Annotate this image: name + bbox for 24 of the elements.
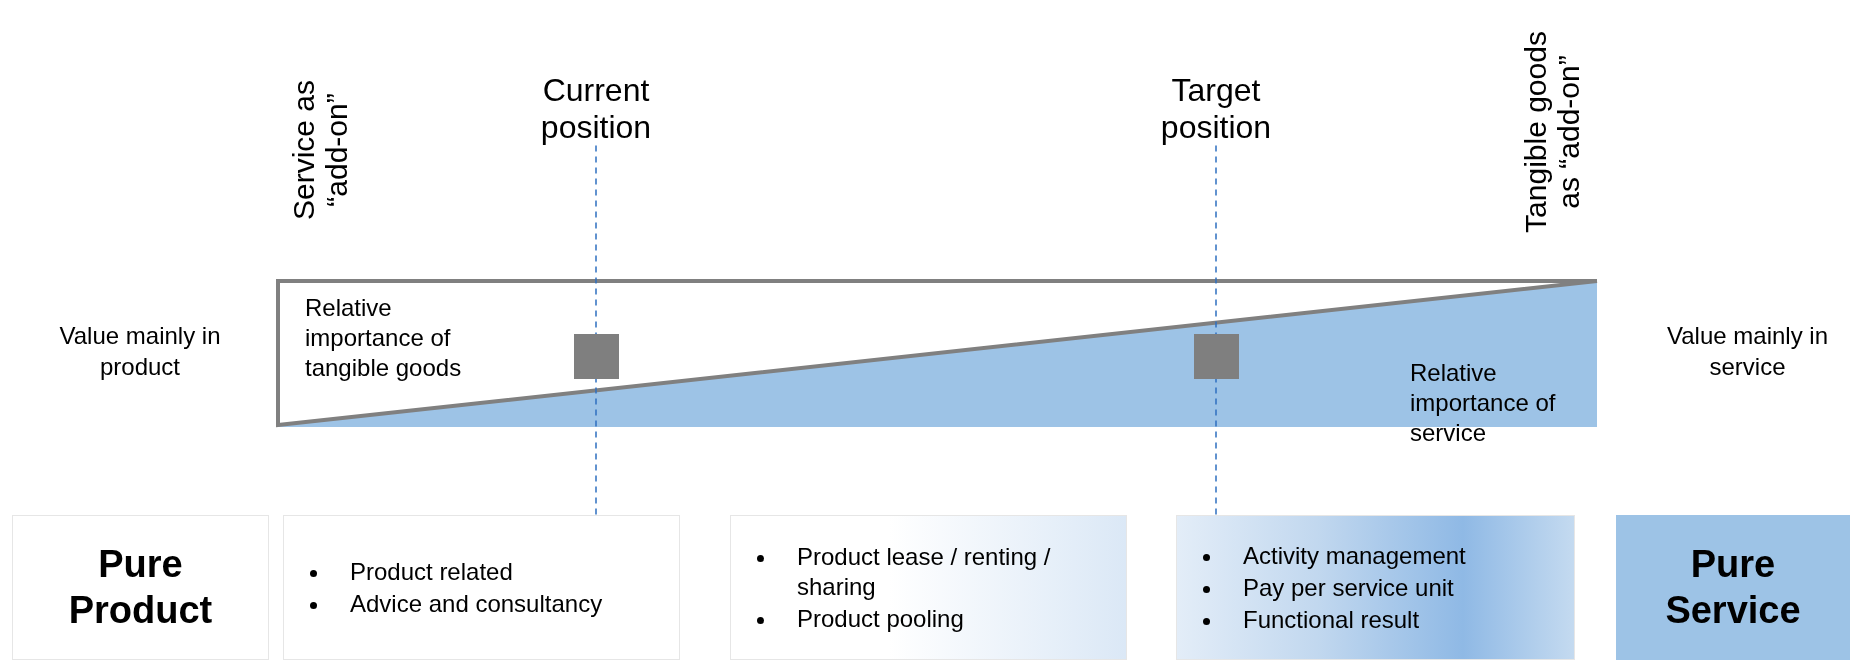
list-item: Pay per service unit xyxy=(1243,572,1454,603)
category-box xyxy=(283,515,680,660)
category-box xyxy=(1616,515,1850,660)
list-item: Advice and consultancy xyxy=(350,588,603,619)
dashed-guide-line xyxy=(1215,144,1217,516)
category-title: Pure Product xyxy=(67,541,214,633)
category-box xyxy=(1176,515,1575,660)
axis-end-label: Service as “add-on” xyxy=(287,78,353,223)
area-label: Relative importance of service xyxy=(1410,358,1557,448)
position-label: Target position xyxy=(1136,72,1296,146)
list-item: Product lease / renting / sharing xyxy=(797,541,1052,602)
list-item: Activity management xyxy=(1243,540,1466,571)
list-item: Functional result xyxy=(1243,604,1420,635)
list-item: Product pooling xyxy=(797,603,964,634)
category-box xyxy=(730,515,1127,660)
category-title: Pure Service xyxy=(1664,541,1802,633)
axis-end-label: Tangible goods as “add-on” xyxy=(1519,30,1585,235)
dashed-guide-line xyxy=(595,144,597,516)
scale-end-label: Value mainly in service xyxy=(1666,321,1829,383)
area-label: Relative importance of tangible goods xyxy=(305,293,463,383)
position-label: Current position xyxy=(516,72,676,146)
scale-end-label: Value mainly in product xyxy=(58,321,222,383)
category-box xyxy=(12,515,269,660)
list-item: Product related xyxy=(350,556,513,587)
